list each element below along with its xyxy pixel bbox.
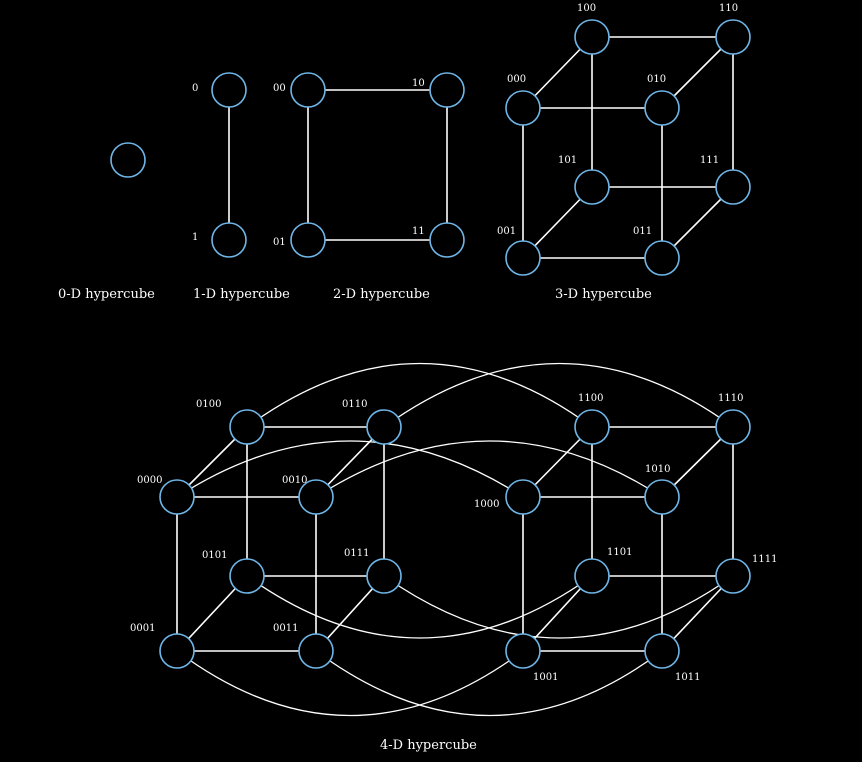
label-1d-1: 1 bbox=[192, 232, 198, 243]
label-4d-0100: 0100 bbox=[196, 399, 221, 410]
node-4d-1001 bbox=[505, 633, 541, 669]
label-4d-0011: 0011 bbox=[273, 623, 298, 634]
node-4d-0001 bbox=[159, 633, 195, 669]
label-2d-00: 00 bbox=[273, 83, 286, 94]
label-3d-110: 110 bbox=[719, 3, 738, 14]
node-4d-0111 bbox=[366, 558, 402, 594]
caption-0d: 0-D hypercube bbox=[58, 287, 155, 302]
arc-4d bbox=[315, 650, 663, 717]
node-4d-0101 bbox=[229, 558, 265, 594]
hypercube-4d: 0100 0110 0000 0010 0101 0111 0001 0011 … bbox=[130, 362, 777, 753]
node-3d-010 bbox=[644, 90, 680, 126]
node-3d-111 bbox=[715, 169, 751, 205]
label-3d-010: 010 bbox=[647, 74, 666, 85]
label-4d-0101: 0101 bbox=[202, 550, 227, 561]
caption-2d: 2-D hypercube bbox=[333, 287, 430, 302]
label-4d-1010: 1010 bbox=[645, 464, 670, 475]
node-3d-000 bbox=[505, 90, 541, 126]
node-3d-110 bbox=[715, 19, 751, 55]
arc-4d bbox=[246, 362, 593, 428]
node-4d-0100 bbox=[229, 409, 265, 445]
label-2d-10: 10 bbox=[412, 78, 425, 89]
node-4d-1111 bbox=[715, 558, 751, 594]
label-4d-1101: 1101 bbox=[607, 547, 632, 558]
label-3d-011: 011 bbox=[633, 226, 652, 237]
node-4d-1100 bbox=[574, 409, 610, 445]
caption-4d: 4-D hypercube bbox=[380, 738, 477, 753]
label-3d-101: 101 bbox=[558, 155, 577, 166]
label-3d-100: 100 bbox=[577, 3, 596, 14]
label-1d-0: 0 bbox=[192, 83, 198, 94]
caption-3d: 3-D hypercube bbox=[555, 287, 652, 302]
arc-4d bbox=[176, 440, 524, 498]
node-1d-0 bbox=[211, 72, 247, 108]
node-3d-100 bbox=[574, 19, 610, 55]
hypercube-1d: 0 1 1-D hypercube bbox=[192, 72, 290, 302]
node-3d-001 bbox=[505, 240, 541, 276]
arc-4d bbox=[383, 575, 734, 639]
label-4d-1110: 1110 bbox=[718, 393, 743, 404]
label-4d-1100: 1100 bbox=[578, 393, 603, 404]
label-4d-0000: 0000 bbox=[137, 475, 162, 486]
node-4d-0010 bbox=[298, 479, 334, 515]
hypercube-2d: 00 10 01 11 2-D hypercube bbox=[273, 72, 465, 302]
node-4d-0011 bbox=[298, 633, 334, 669]
arc-4d bbox=[315, 440, 663, 498]
arc-4d bbox=[176, 650, 524, 717]
hypercube-3d: 100 110 000 010 101 111 001 011 3-D hype… bbox=[497, 3, 751, 302]
node-1d-1 bbox=[211, 222, 247, 258]
node-3d-101 bbox=[574, 169, 610, 205]
label-2d-11: 11 bbox=[412, 226, 425, 237]
node-4d-1011 bbox=[644, 633, 680, 669]
node-0d bbox=[110, 142, 146, 178]
hypercube-0d: 0-D hypercube bbox=[58, 142, 155, 302]
label-4d-1001: 1001 bbox=[533, 672, 558, 683]
node-4d-0000 bbox=[159, 479, 195, 515]
label-2d-01: 01 bbox=[273, 237, 286, 248]
caption-1d: 1-D hypercube bbox=[193, 287, 290, 302]
node-4d-1101 bbox=[574, 558, 610, 594]
label-4d-1111: 1111 bbox=[752, 554, 777, 565]
node-4d-0110 bbox=[366, 409, 402, 445]
node-4d-1010 bbox=[644, 479, 680, 515]
label-4d-0001: 0001 bbox=[130, 623, 155, 634]
node-2d-00 bbox=[290, 72, 326, 108]
label-4d-0111: 0111 bbox=[344, 548, 369, 559]
label-4d-0110: 0110 bbox=[342, 399, 367, 410]
node-2d-10 bbox=[429, 72, 465, 108]
arc-4d bbox=[383, 362, 734, 428]
node-4d-1110 bbox=[715, 409, 751, 445]
node-3d-011 bbox=[644, 240, 680, 276]
label-4d-1000: 1000 bbox=[474, 499, 499, 510]
label-4d-1011: 1011 bbox=[675, 672, 700, 683]
label-4d-0010: 0010 bbox=[282, 475, 307, 486]
label-3d-001: 001 bbox=[497, 226, 516, 237]
arc-4d bbox=[246, 575, 593, 639]
node-4d-1000 bbox=[505, 479, 541, 515]
label-3d-000: 000 bbox=[507, 74, 526, 85]
node-2d-11 bbox=[429, 222, 465, 258]
label-3d-111: 111 bbox=[700, 155, 719, 166]
node-2d-01 bbox=[290, 222, 326, 258]
